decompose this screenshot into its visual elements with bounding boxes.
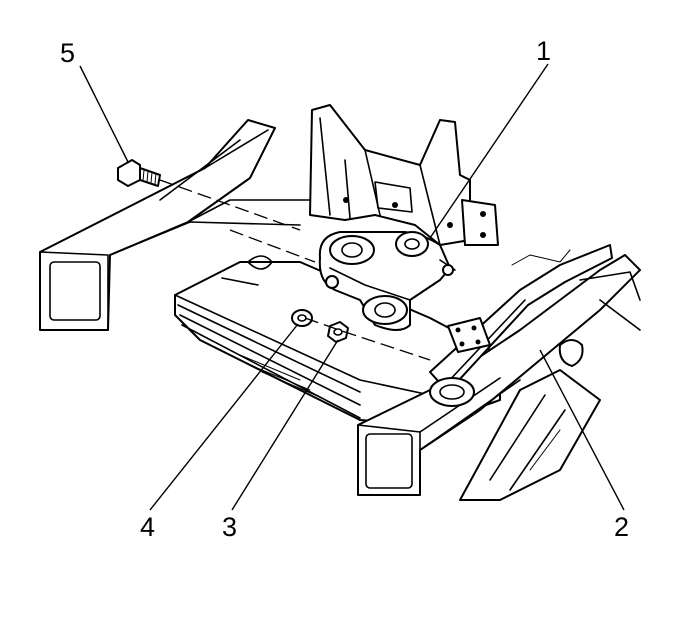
- callout-4-washer: 4: [140, 512, 156, 542]
- callout-3-nut: 3: [222, 512, 238, 542]
- callout-1-steering-gear: 1: [536, 36, 552, 66]
- left-frame-rail: [39, 119, 311, 331]
- leader-lines: [79, 63, 625, 511]
- callout-2: 2: [614, 512, 630, 542]
- callout-5-bolt: 5: [60, 38, 76, 68]
- mounting-bolt: [117, 159, 161, 187]
- upper-bracket: [309, 104, 499, 246]
- assembly-centerlines: [159, 179, 431, 361]
- steering-gear: [318, 231, 456, 331]
- washer: [291, 309, 313, 327]
- nut: [327, 321, 349, 343]
- right-frame-rail: [357, 254, 641, 501]
- crossmember-beam: [174, 255, 501, 426]
- steering-linkage: [429, 244, 641, 407]
